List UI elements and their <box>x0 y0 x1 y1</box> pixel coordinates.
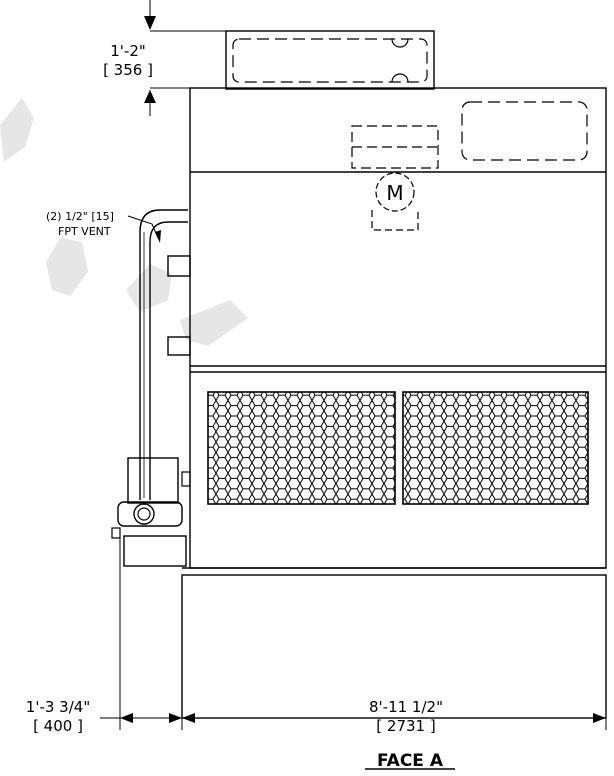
vent-note-line2: FPT VENT <box>58 225 111 238</box>
view-title: FACE A <box>365 751 455 771</box>
top-height-metric: [ 356 ] <box>103 61 153 79</box>
vent-piping <box>139 209 191 500</box>
watermark <box>0 98 248 346</box>
fan-motor: M <box>351 125 439 231</box>
motor-label: M <box>386 181 403 205</box>
base-section <box>181 567 607 719</box>
left-inlet-screen <box>207 391 396 505</box>
base-width-metric: [ 2731 ] <box>376 717 435 735</box>
base-width-imperial: 8'-11 1/2" <box>369 698 443 716</box>
left-offset-imperial: 1'-3 3/4" <box>26 698 90 716</box>
view-title-text: FACE A <box>377 751 444 771</box>
bottom-dimensions: 1'-3 3/4" [ 400 ] 8'-11 1/2" [ 2731 ] <box>26 528 607 735</box>
pump-assembly <box>111 457 187 567</box>
top-height-dimension: 1'-2" [ 356 ] <box>103 0 226 116</box>
air-inlet-screens <box>207 391 589 505</box>
top-height-imperial: 1'-2" <box>110 42 146 60</box>
right-inlet-screen <box>402 391 589 505</box>
vent-note-line1: (2) 1/2" [15] <box>46 210 114 223</box>
top-fan-hood <box>225 30 435 90</box>
left-offset-metric: [ 400 ] <box>33 717 83 735</box>
access-panel-outline <box>461 101 588 161</box>
vent-callout: (2) 1/2" [15] FPT VENT <box>46 210 161 243</box>
